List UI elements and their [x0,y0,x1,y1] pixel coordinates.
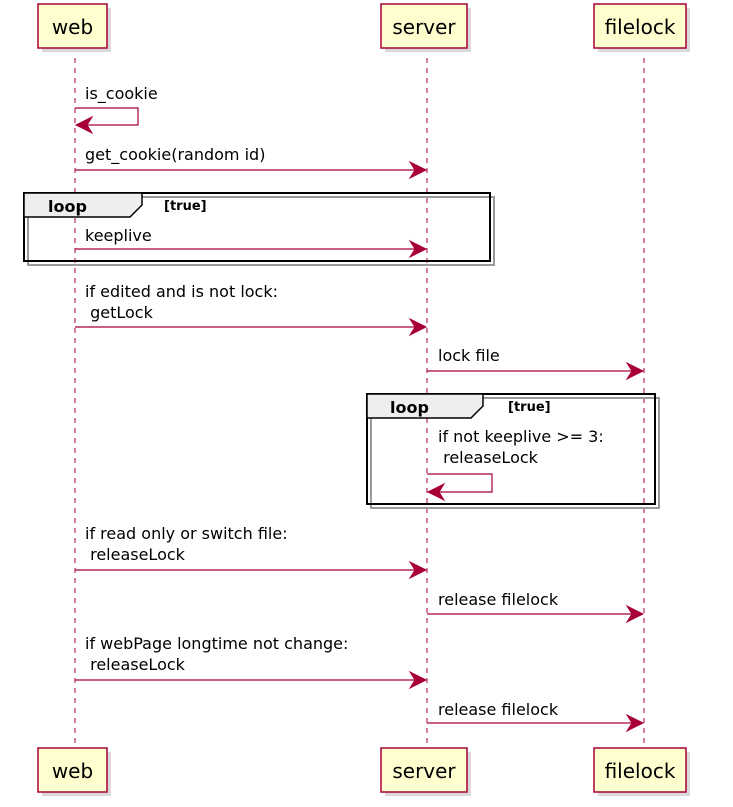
message-label: if not keeplive >= 3: releaseLock [438,427,604,467]
message-get-cookie[interactable]: get_cookie(random id) [75,145,428,180]
message-label: is_cookie [85,84,158,104]
participant-server-top[interactable]: server [380,3,471,52]
message-release-filelock-2[interactable]: release filelock [427,700,645,733]
message-release-filelock-1[interactable]: release filelock [427,590,645,624]
loop-fragment-1-tab [23,192,143,218]
loop-fragment-2-guard: [true] [508,400,551,415]
participant-filelock-label: filelock [605,15,676,39]
arrowhead [408,670,428,690]
message-label: if read only or switch file: releaseLock [85,524,288,564]
arrowhead [426,482,446,502]
participant-server-label: server [392,15,456,39]
message-is-cookie[interactable]: is_cookie [74,84,158,135]
participant-server-bottom[interactable]: server [380,747,471,796]
participant-web-bottom[interactable]: web [37,747,111,796]
loop-fragment-2-name: loop [390,398,429,417]
participant-filelock-label-bottom: filelock [605,759,676,783]
message-release-lock-self[interactable]: if not keeplive >= 3: releaseLock [426,427,604,502]
message-label: lock file [438,346,500,365]
arrowhead [408,317,428,337]
participant-server-label-bottom: server [392,759,456,783]
participant-filelock-bottom[interactable]: filelock [593,747,690,796]
participant-web-top[interactable]: web [37,3,111,52]
loop-fragment-1: loop [true] [23,192,495,266]
message-get-lock[interactable]: if edited and is not lock: getLock [75,282,428,337]
message-keeplive[interactable]: keeplive [75,226,428,259]
arrowhead [74,115,94,135]
participant-web-label-bottom: web [52,759,93,783]
loop-fragment-2-tab [366,393,484,419]
message-lock-file[interactable]: lock file [427,346,645,381]
message-label: get_cookie(random id) [85,145,265,165]
arrowhead [408,160,428,180]
participant-web-label: web [52,15,93,39]
loop-fragment-1-name: loop [48,197,87,216]
message-label: release filelock [438,590,559,609]
loop-fragment-2: loop [true] [366,393,660,509]
message-label: release filelock [438,700,559,719]
message-label: if webPage longtime not change: releaseL… [85,634,348,674]
participant-filelock-top[interactable]: filelock [593,3,690,52]
loop-fragment-1-guard: [true] [164,199,207,214]
message-label: if edited and is not lock: getLock [85,282,278,322]
arrowhead [625,713,645,733]
message-longtime-release-lock[interactable]: if webPage longtime not change: releaseL… [75,634,428,690]
message-read-only-release-lock[interactable]: if read only or switch file: releaseLock [75,524,428,580]
message-label: keeplive [85,226,152,245]
arrowhead [408,560,428,580]
arrowhead [625,361,645,381]
arrowhead [408,239,428,259]
arrowhead [625,604,645,624]
